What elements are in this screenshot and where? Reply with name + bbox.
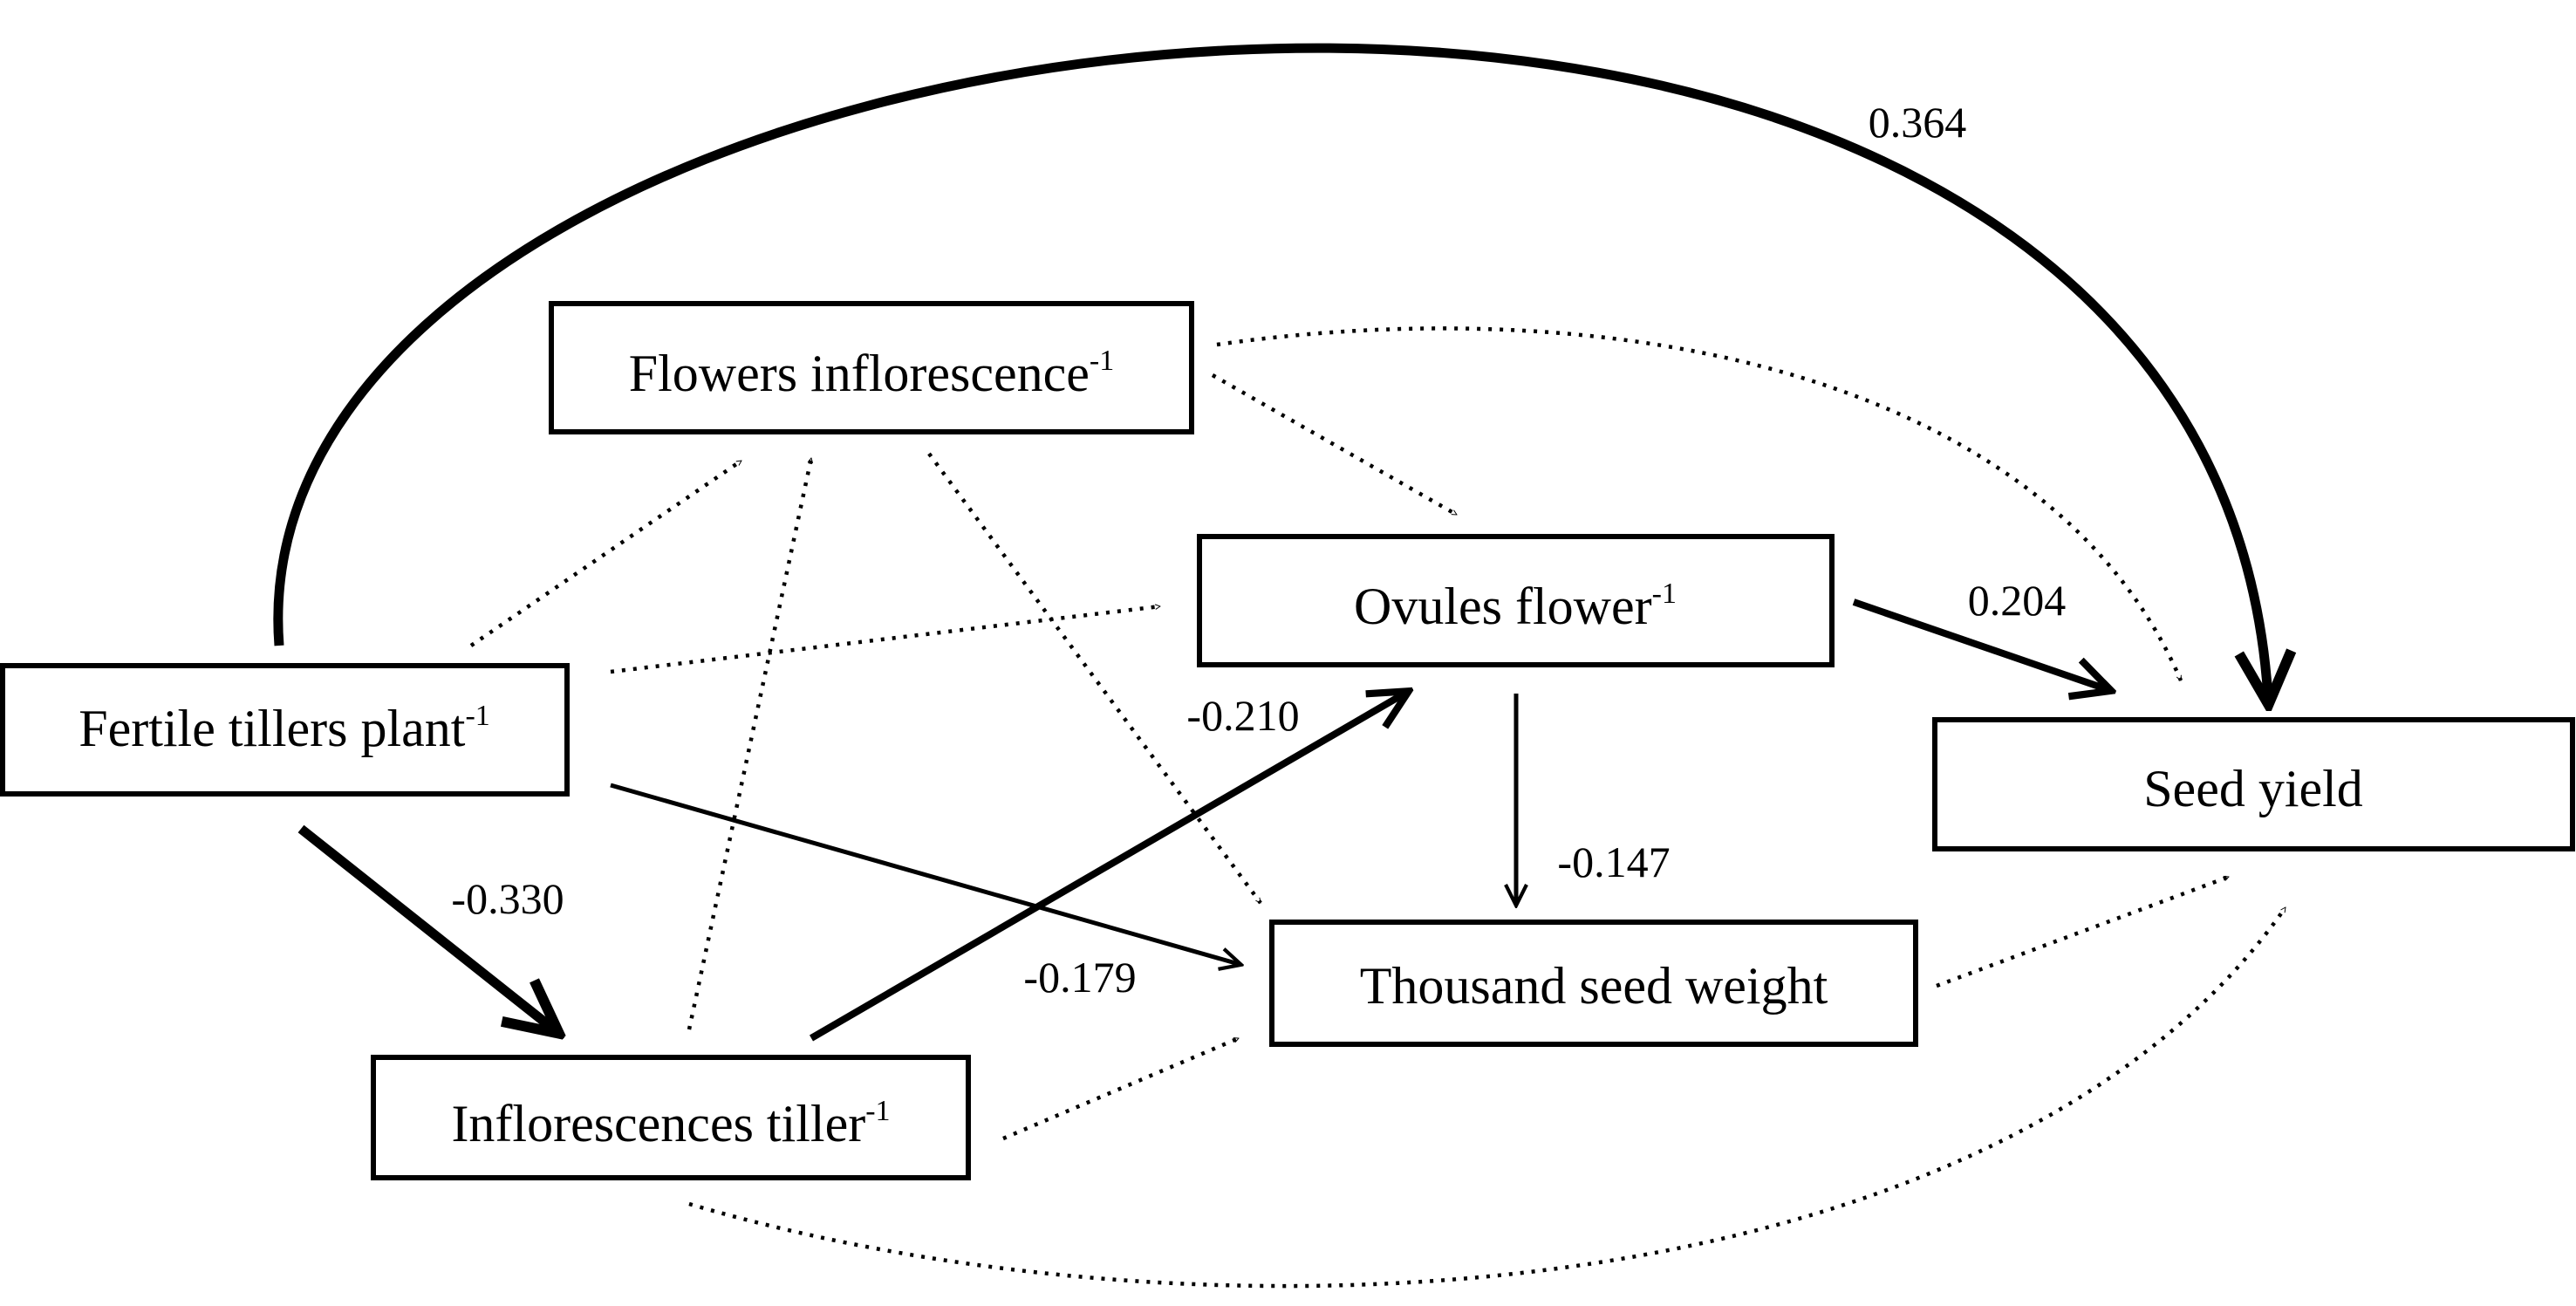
edge-fertile-to-ovules bbox=[610, 606, 1160, 674]
dotted-paths bbox=[469, 326, 2287, 1289]
edge-fertile-to-seed-yield bbox=[273, 43, 2268, 698]
svg-text:Ovules flower-1: Ovules flower-1 bbox=[1354, 578, 1677, 635]
node-label: Fertile tillers plant bbox=[79, 700, 466, 757]
edge-fertile-to-thousand bbox=[610, 783, 1239, 964]
edge-flowers-to-ovules bbox=[1211, 373, 1459, 516]
coef-fertile-to-thousand: -0.179 bbox=[1023, 953, 1136, 1002]
edge-fertile-to-flowers bbox=[469, 459, 743, 647]
solid-paths bbox=[273, 43, 2268, 1042]
node-thousand-seed-weight: Thousand seed weight bbox=[1269, 920, 1918, 1047]
coef-ovules-to-thousand: -0.147 bbox=[1557, 838, 1670, 886]
svg-text:Flowers inflorescence-1: Flowers inflorescence-1 bbox=[629, 345, 1114, 402]
svg-text:Fertile tillers plant-1: Fertile tillers plant-1 bbox=[79, 700, 490, 757]
node-label: Ovules flower bbox=[1354, 578, 1652, 635]
node-label: Thousand seed weight bbox=[1360, 957, 1828, 1015]
coef-inflorescences-to-ovules: -0.210 bbox=[1186, 691, 1299, 740]
edge-inflorescences-to-flowers bbox=[687, 458, 814, 1030]
edge-ovules-to-seed-yield bbox=[1852, 598, 2107, 689]
node-ovules-flower: Ovules flower-1 bbox=[1197, 534, 1835, 667]
edge-inflorescences-to-ovules bbox=[809, 694, 1404, 1042]
node-seed-yield: Seed yield bbox=[1932, 717, 2575, 851]
node-label: Inflorescences tiller bbox=[451, 1095, 865, 1152]
node-label-superscript: -1 bbox=[465, 700, 489, 732]
coefficient-labels: 0.364 -0.330 -0.179 -0.210 -0.147 0.204 bbox=[451, 98, 2066, 1002]
node-label-superscript: -1 bbox=[1090, 345, 1114, 377]
node-label: Flowers inflorescence bbox=[629, 345, 1090, 402]
coef-fertile-to-seed-yield: 0.364 bbox=[1869, 98, 1967, 147]
coef-fertile-to-inflorescences: -0.330 bbox=[451, 874, 564, 923]
edge-inflorescences-to-thousand bbox=[1002, 1036, 1239, 1141]
edge-thousand-to-seed-yield bbox=[1936, 874, 2229, 988]
node-label-superscript: -1 bbox=[865, 1095, 890, 1127]
edge-flowers-to-thousand bbox=[927, 452, 1262, 905]
node-label-superscript: -1 bbox=[1652, 578, 1677, 610]
edge-fertile-to-inflorescences bbox=[297, 824, 554, 1029]
node-flowers-inflorescence: Flowers inflorescence-1 bbox=[549, 301, 1194, 434]
node-label: Seed yield bbox=[2143, 760, 2363, 817]
svg-text:Inflorescences tiller-1: Inflorescences tiller-1 bbox=[451, 1095, 890, 1152]
node-inflorescences-tiller: Inflorescences tiller-1 bbox=[371, 1055, 971, 1180]
node-fertile-tillers: Fertile tillers plant-1 bbox=[0, 663, 570, 797]
edge-inflorescences-to-seed-yield bbox=[688, 906, 2287, 1289]
coef-ovules-to-seed-yield: 0.204 bbox=[1968, 576, 2067, 625]
